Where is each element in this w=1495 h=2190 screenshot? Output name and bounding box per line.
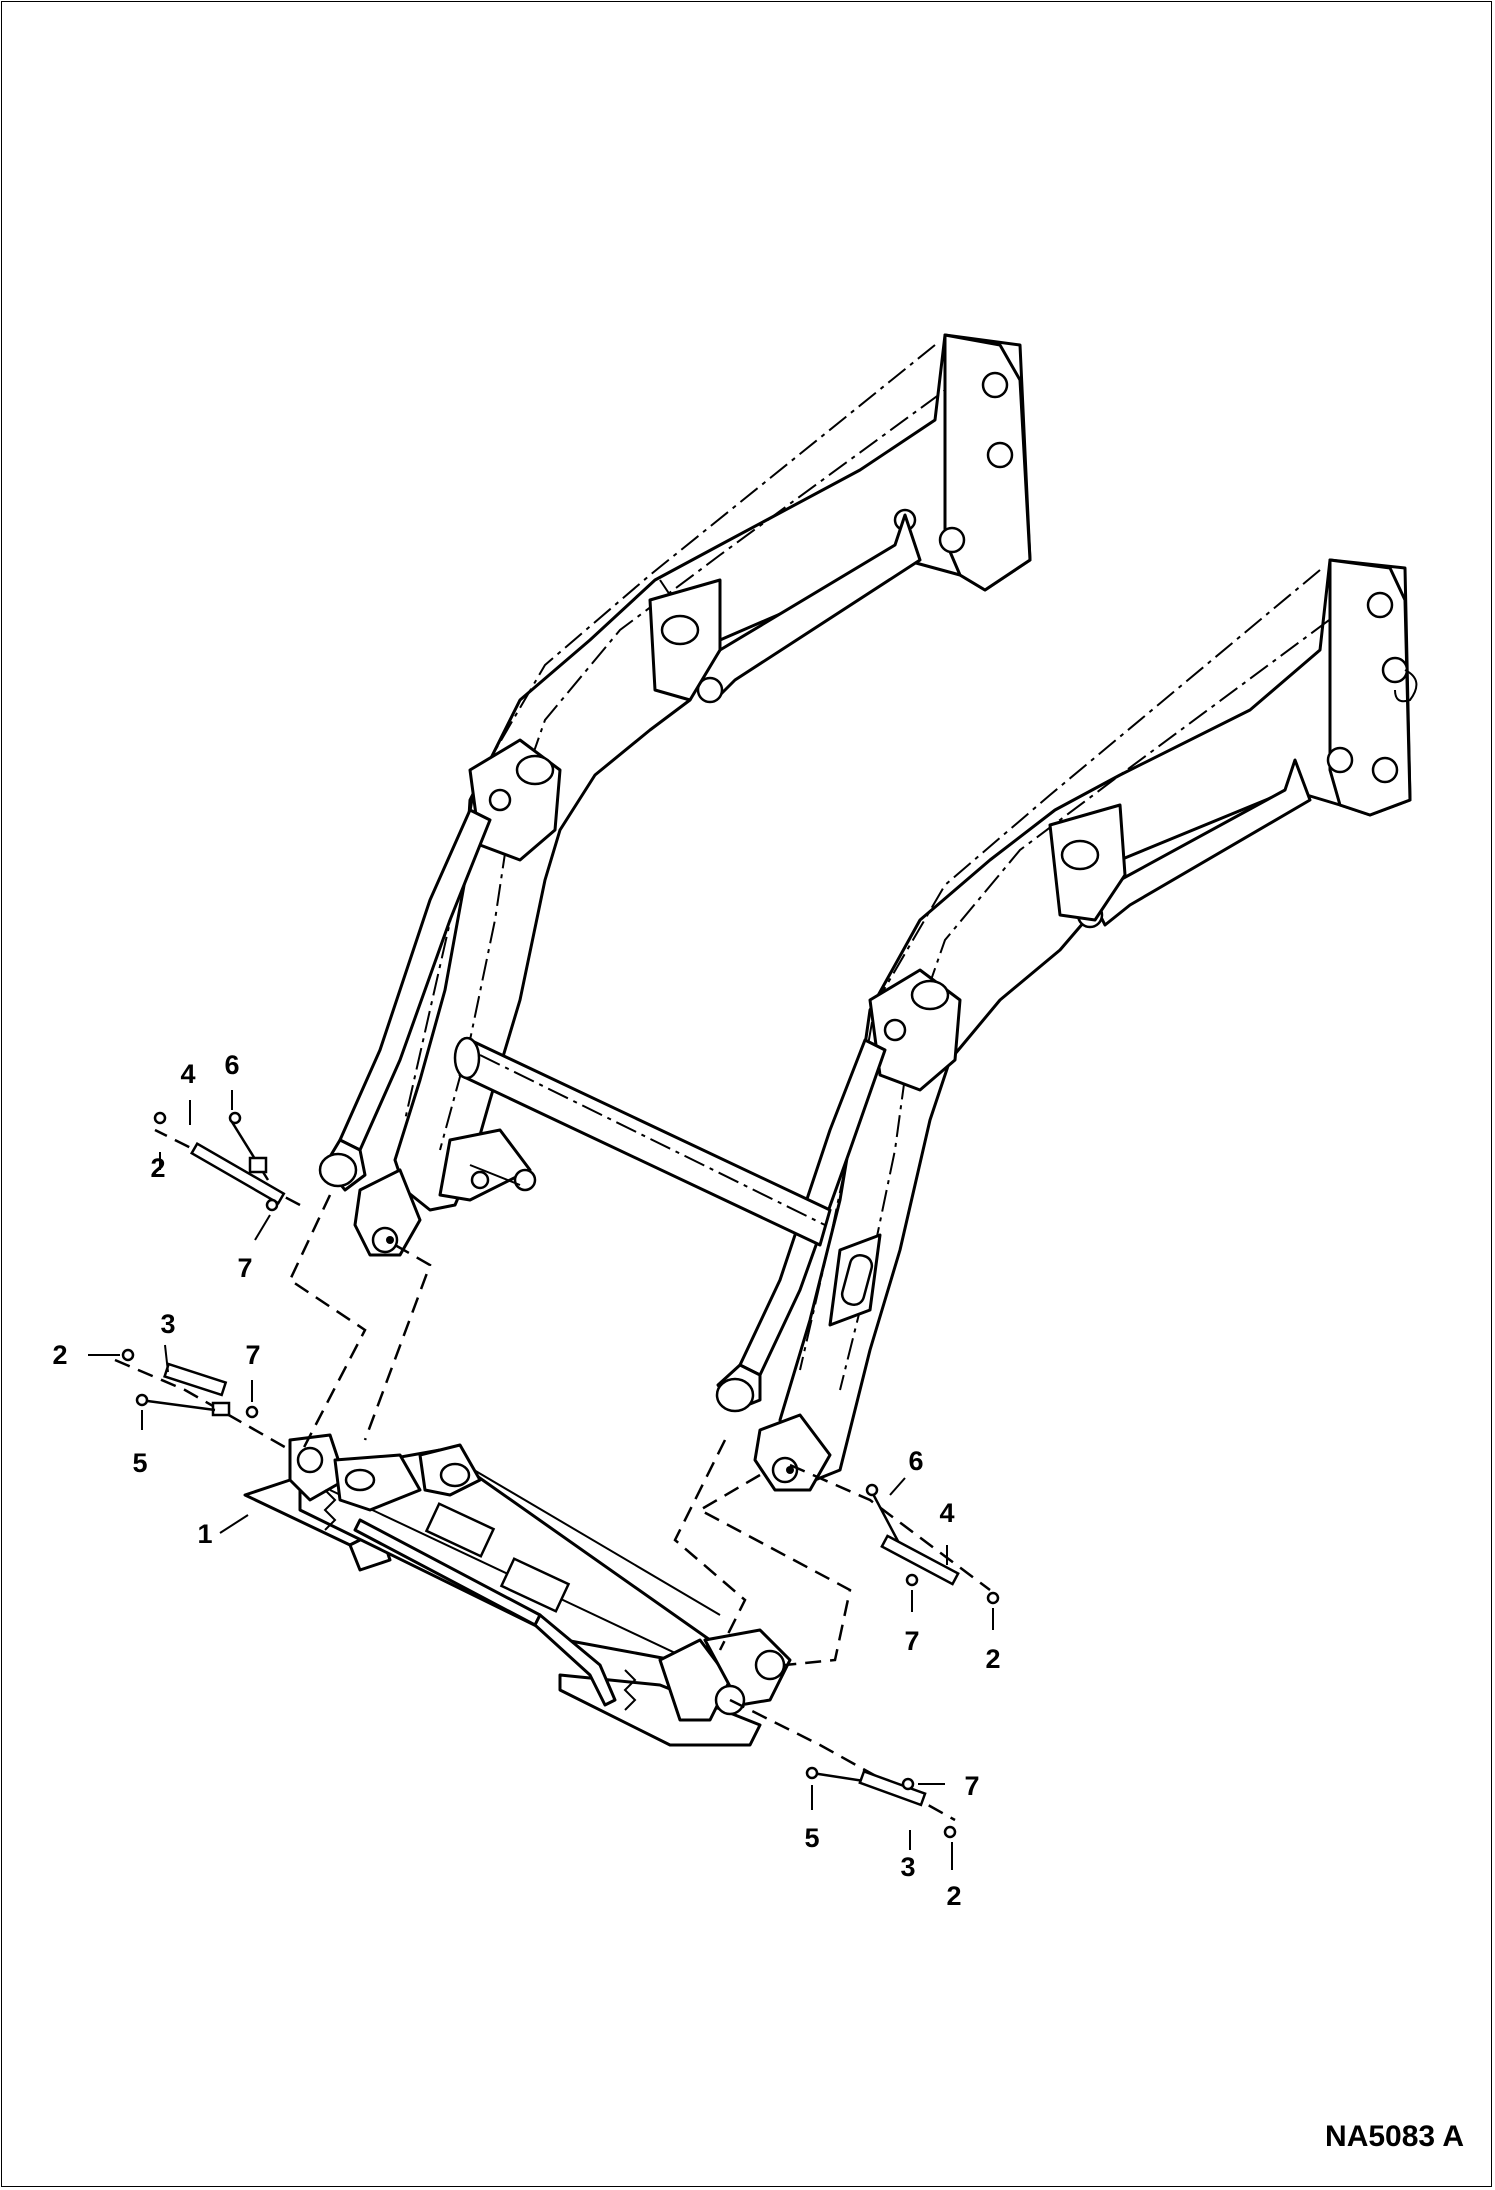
hardware-right-lower	[805, 1766, 957, 1870]
hardware-right-upper	[865, 1477, 1000, 1630]
left-loader-arm	[318, 333, 1032, 1257]
leader-1	[219, 1514, 249, 1534]
callout-7-left-lower: 7	[245, 1340, 260, 1370]
callout-6-left-upper: 6	[224, 1050, 239, 1080]
callout-2-right-upper: 2	[985, 1644, 1000, 1674]
callout-5-right-lower: 5	[804, 1823, 819, 1853]
callout-4-right-upper: 4	[939, 1498, 954, 1528]
callout-2-right-lower: 2	[946, 1881, 961, 1911]
callout-1-quick-attach: 1	[197, 1519, 212, 1549]
callout-2-left-lower: 2	[52, 1340, 67, 1370]
drawing-number: NA5083 A	[1325, 2120, 1464, 2153]
callout-3-left-lower: 3	[160, 1309, 175, 1339]
callout-7-right-lower: 7	[964, 1771, 979, 1801]
callout-6-right-upper: 6	[908, 1446, 923, 1476]
hardware-left-lower	[88, 1344, 259, 1430]
callout-3-right-lower: 3	[900, 1852, 915, 1882]
callout-labels: 4 6 2 7 2 3 7 5 1 6 4 7 2 7 5 3 2	[52, 1050, 1000, 1911]
callout-7-left-upper: 7	[237, 1253, 252, 1283]
callout-7-right-upper: 7	[904, 1626, 919, 1656]
hardware-left-upper	[153, 1090, 286, 1241]
callout-5-left-lower: 5	[132, 1448, 147, 1478]
callout-4-left-upper: 4	[180, 1059, 195, 1089]
quick-attach-frame	[243, 1433, 792, 1747]
cross-tube	[453, 1036, 832, 1247]
right-loader-arm	[715, 558, 1418, 1492]
callout-2-left-upper: 2	[150, 1153, 165, 1183]
